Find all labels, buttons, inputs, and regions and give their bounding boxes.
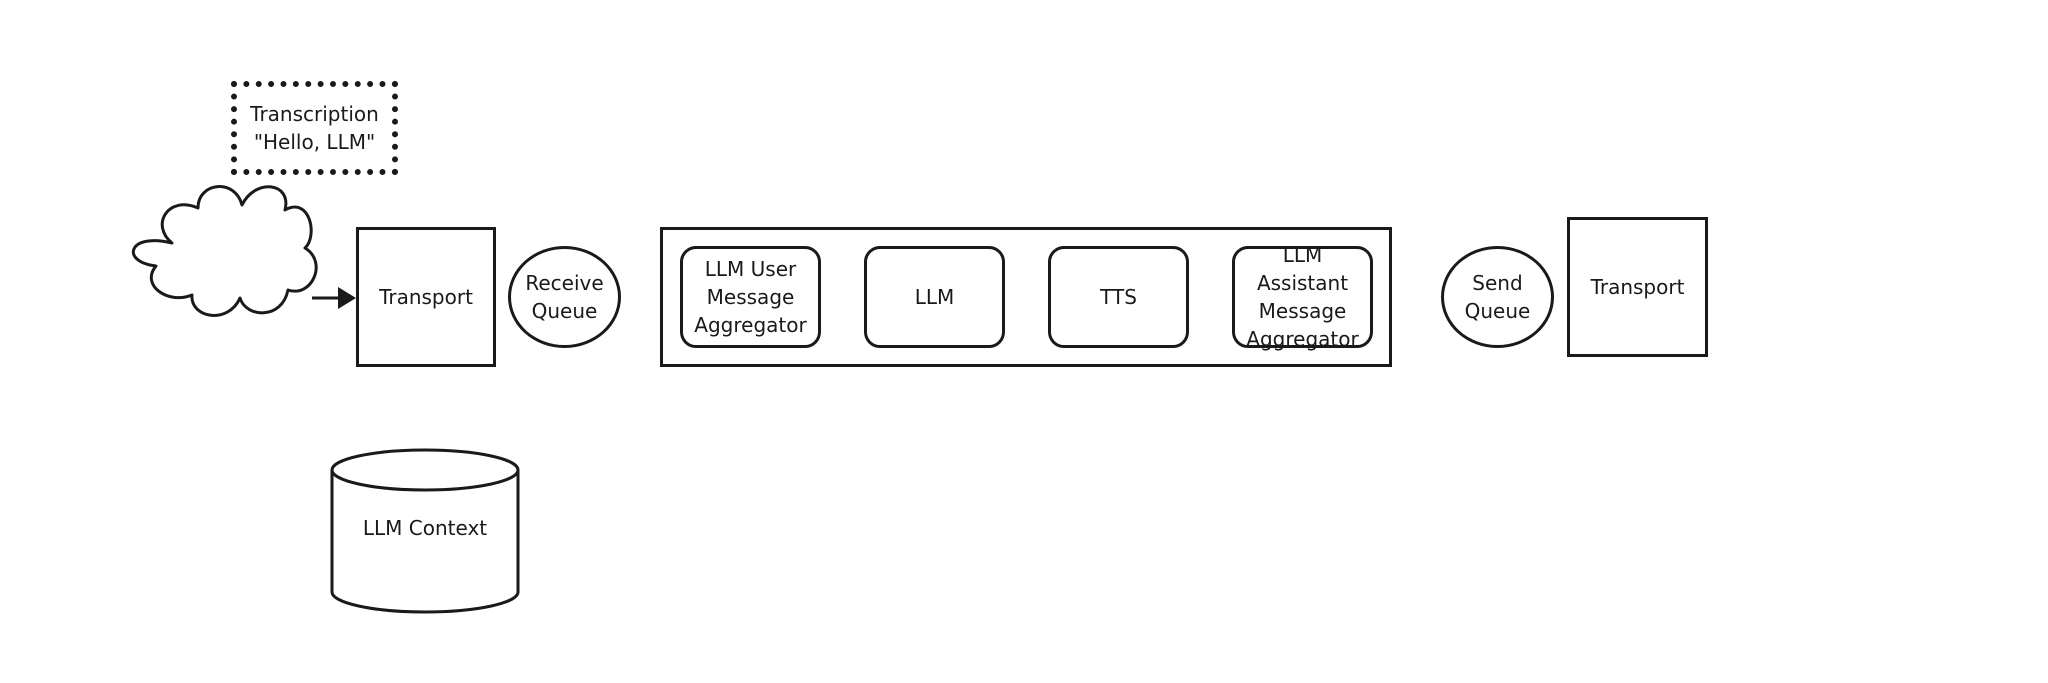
transport-input-box: Transport xyxy=(356,227,496,367)
transport-output-label: Transport xyxy=(1590,275,1685,299)
receive-queue-label: Receive Queue xyxy=(525,271,604,323)
llm-label: LLM xyxy=(914,285,955,309)
transport-output-box: Transport xyxy=(1567,217,1708,357)
tts-label: TTS xyxy=(1100,285,1137,309)
send-queue-label: Send Queue xyxy=(1464,271,1531,323)
llm-box: LLM xyxy=(864,246,1005,348)
cloud-icon xyxy=(131,185,318,317)
llm-assistant-aggregator-label: LLM Assistant Message Aggregator xyxy=(1246,243,1359,351)
llm-context-label: LLM Context xyxy=(362,516,488,540)
transcription-frame: Transcription "Hello, LLM" xyxy=(231,81,398,175)
arrow-right-icon xyxy=(312,287,356,309)
transport-input-label: Transport xyxy=(379,285,473,309)
database-cylinder-icon xyxy=(330,448,520,614)
llm-user-aggregator-box: LLM User Message Aggregator xyxy=(680,246,821,348)
llm-context-label-wrap: LLM Context xyxy=(332,492,518,564)
send-queue-ellipse: Send Queue xyxy=(1441,246,1554,348)
transcription-label: Transcription xyxy=(250,102,379,126)
receive-queue-ellipse: Receive Queue xyxy=(508,246,621,348)
transcription-text: "Hello, LLM" xyxy=(253,130,376,154)
llm-assistant-aggregator-box: LLM Assistant Message Aggregator xyxy=(1232,243,1373,351)
llm-user-aggregator-label: LLM User Message Aggregator xyxy=(694,257,807,337)
tts-box: TTS xyxy=(1048,246,1189,348)
